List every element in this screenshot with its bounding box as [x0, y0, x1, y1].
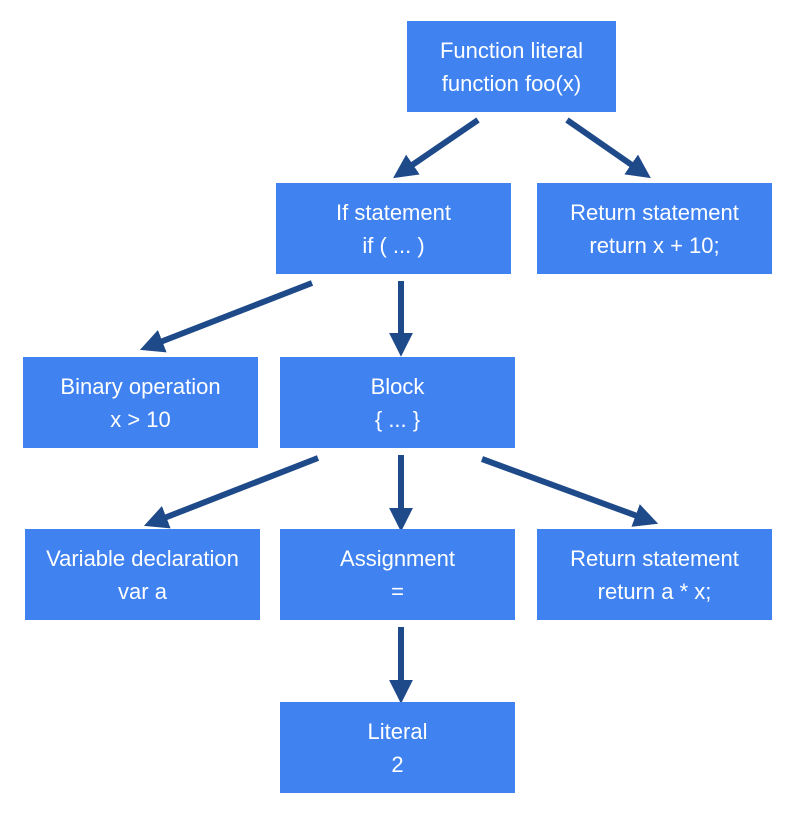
node-block: Block { ... }	[280, 357, 515, 448]
edge-if-to-binary	[139, 280, 314, 353]
node-assignment-title: Assignment	[340, 545, 455, 571]
node-block-title: Block	[370, 373, 425, 399]
node-literal: Literal 2	[280, 702, 515, 793]
edge-function-to-if	[393, 117, 480, 179]
node-binary-operation: Binary operation x > 10	[23, 357, 258, 448]
node-return-statement-bottom-detail: return a * x;	[597, 578, 712, 604]
node-function-literal-title: Function literal	[439, 37, 584, 63]
node-block-detail: { ... }	[374, 406, 421, 432]
node-if-statement: If statement if ( ... )	[276, 183, 511, 274]
node-variable-declaration-title: Variable declaration	[46, 545, 239, 571]
node-binary-operation-detail: x > 10	[110, 406, 171, 432]
node-return-statement-top-title: Return statement	[570, 199, 739, 225]
node-return-statement-top: Return statement return x + 10;	[537, 183, 772, 274]
node-assignment: Assignment =	[280, 529, 515, 620]
node-literal-title: Literal	[367, 718, 428, 744]
node-variable-declaration: Variable declaration var a	[25, 529, 260, 620]
node-function-literal-detail: function foo(x)	[441, 70, 582, 96]
node-binary-operation-title: Binary operation	[60, 373, 221, 399]
node-function-literal: Function literal function foo(x)	[407, 21, 616, 112]
node-assignment-detail: =	[391, 578, 404, 604]
node-return-statement-bottom: Return statement return a * x;	[537, 529, 772, 620]
edge-block-to-return-bottom	[480, 456, 659, 527]
node-variable-declaration-detail: var a	[118, 578, 167, 604]
node-return-statement-top-detail: return x + 10;	[589, 232, 720, 258]
edge-function-to-return-top	[565, 117, 651, 179]
node-if-statement-title: If statement	[336, 199, 451, 225]
edge-block-to-variable	[143, 455, 320, 529]
node-return-statement-bottom-title: Return statement	[570, 545, 739, 571]
node-if-statement-detail: if ( ... )	[362, 232, 425, 258]
node-literal-detail: 2	[391, 751, 404, 777]
